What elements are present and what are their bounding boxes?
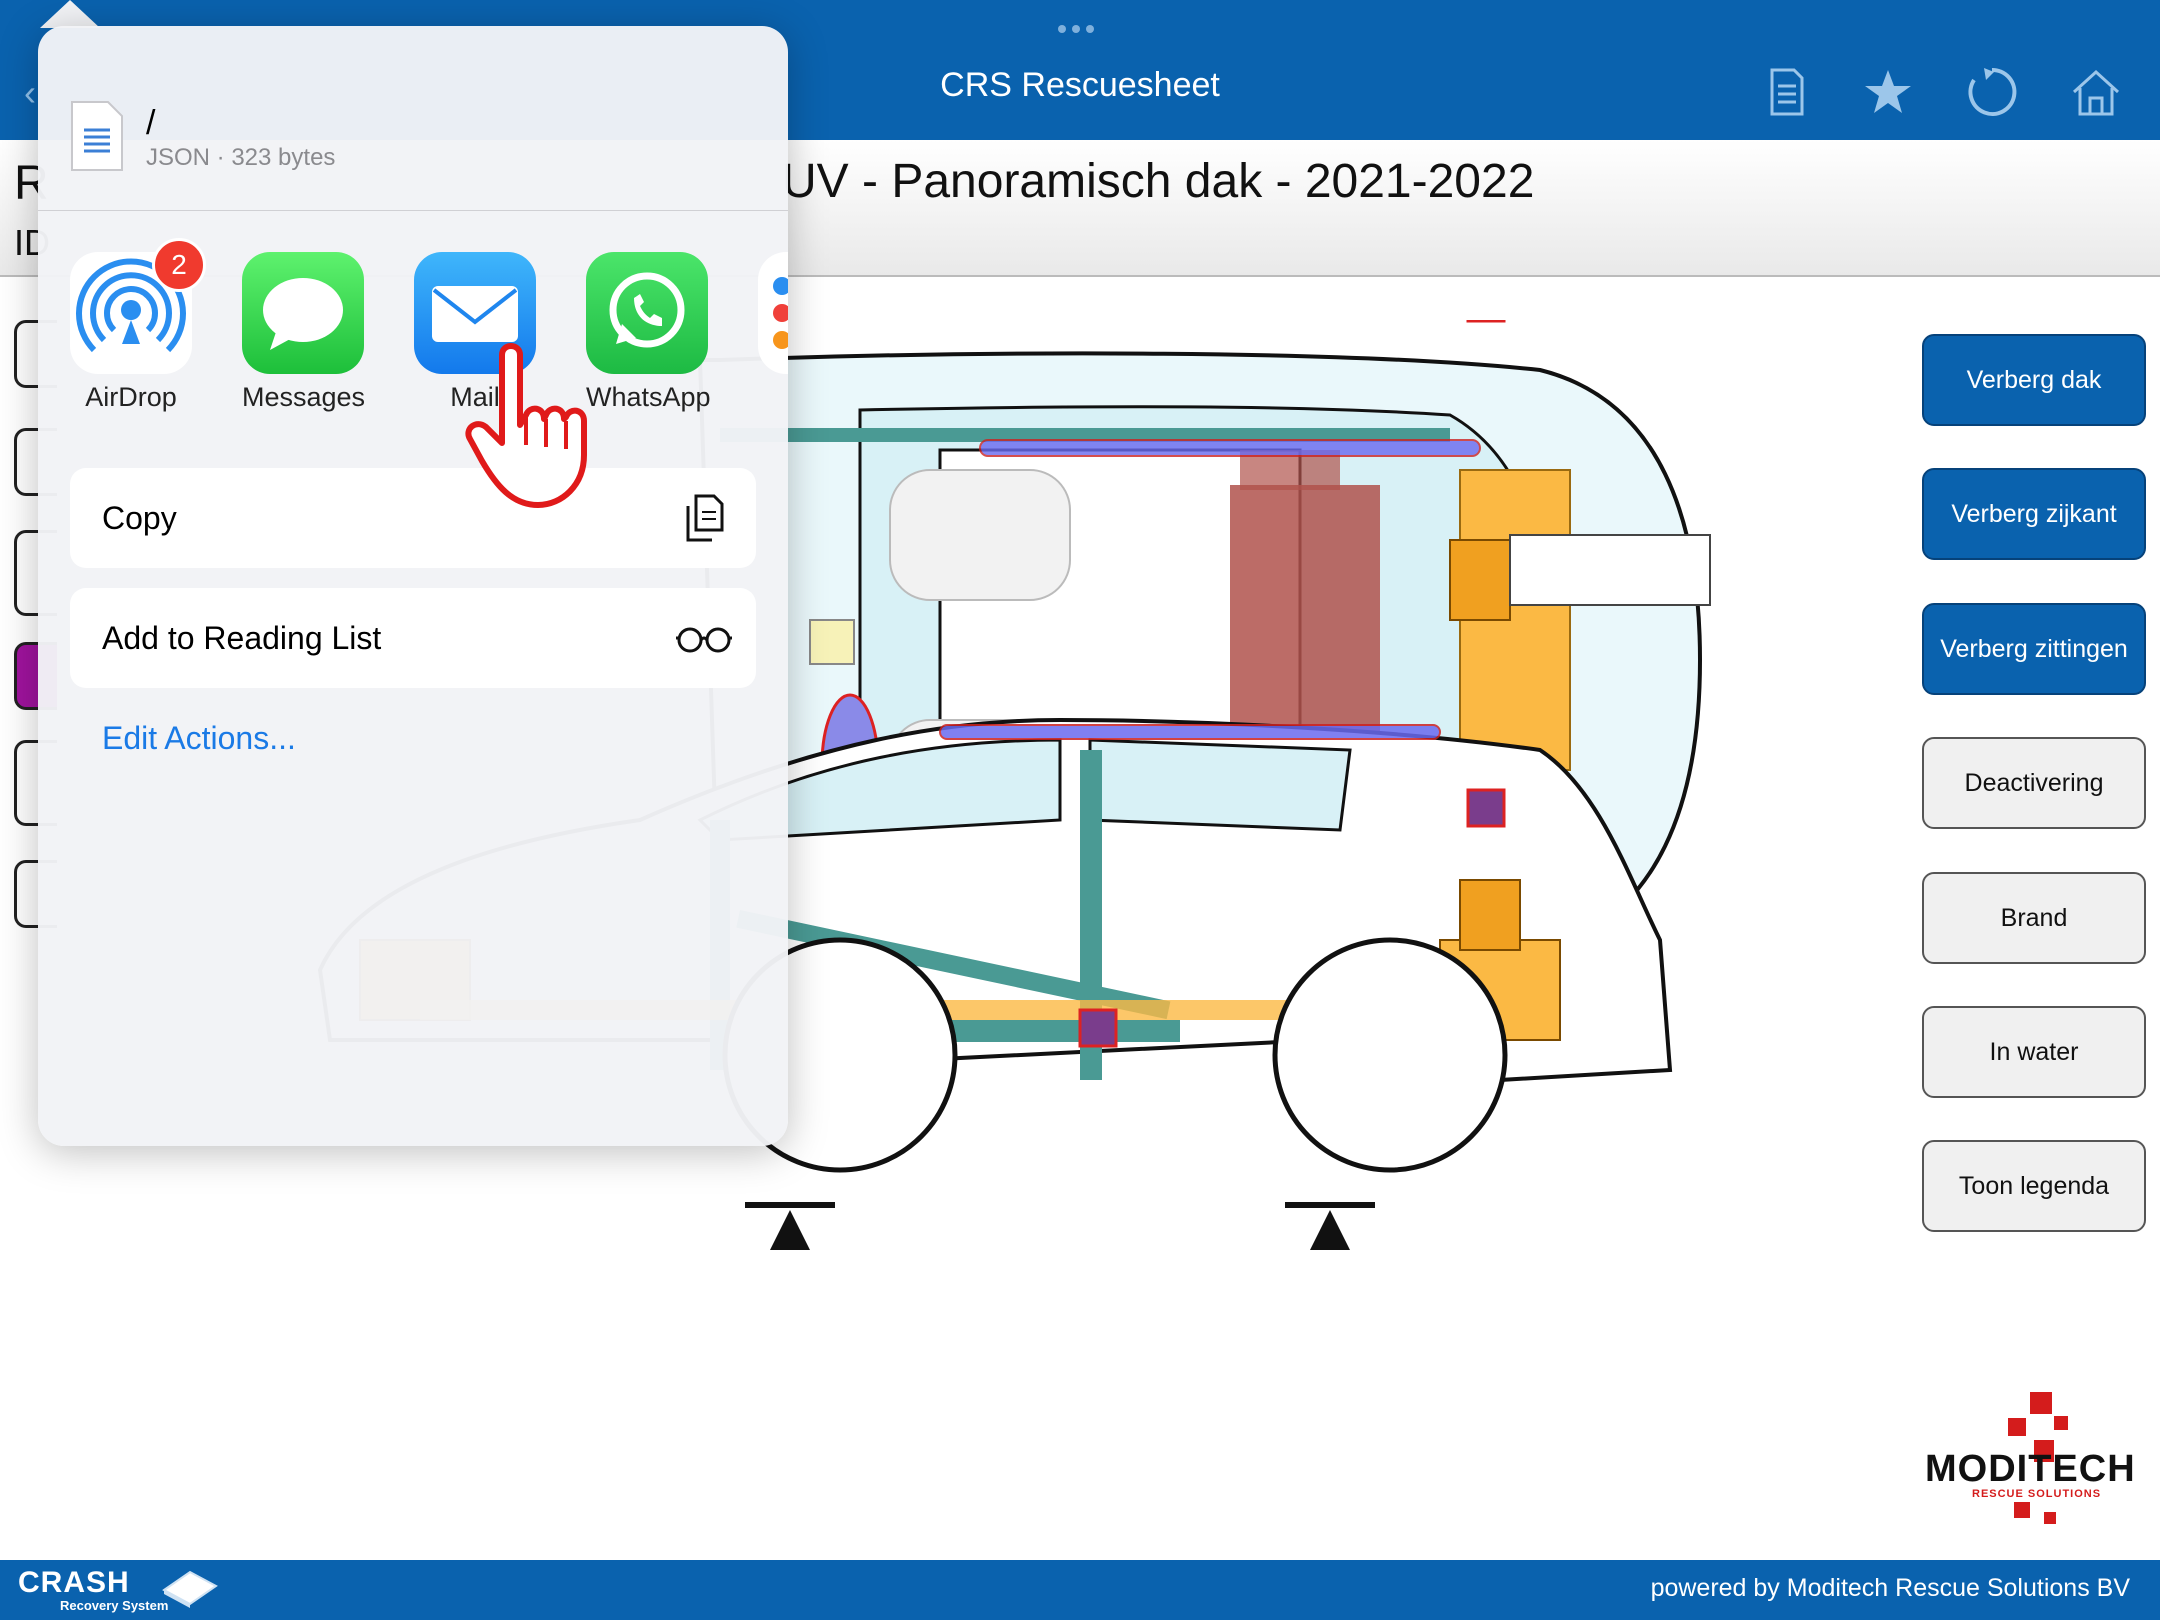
footer-bar [0, 1560, 2160, 1620]
hide-side-button[interactable]: Verberg zijkant [1922, 468, 2146, 560]
star-icon[interactable] [1858, 62, 1918, 122]
app-label: WhatsApp [586, 382, 711, 412]
in-water-button[interactable]: In water [1922, 1006, 2146, 1098]
file-name: / [146, 104, 156, 142]
share-sheet-header [38, 26, 788, 211]
copy-icon [686, 494, 724, 542]
file-meta: JSON · 323 bytes [146, 144, 336, 171]
hide-roof-button[interactable]: Verberg dak [1922, 334, 2146, 426]
messages-icon [242, 252, 364, 374]
json-file-icon [71, 101, 123, 171]
moditech-logo-text: MODITECH [1925, 1448, 2136, 1490]
glasses-icon [676, 627, 732, 653]
share-sheet-arrow [40, 0, 100, 28]
crash-logo: CRASH [18, 1566, 130, 1599]
back-chevron-icon[interactable]: ‹ [24, 72, 36, 113]
share-sheet: / JSON · 323 bytes 2 AirDrop Messages [38, 26, 788, 1146]
reminders-icon [758, 252, 788, 374]
reading-list-label: Add to Reading List [102, 620, 382, 656]
crash-logo-sub: Recovery System [60, 1598, 169, 1613]
crash-logo-icon [162, 1570, 218, 1608]
deactivation-button[interactable]: Deactivering [1922, 737, 2146, 829]
app-label: AirDrop [85, 382, 177, 412]
reminders-app[interactable]: Re [758, 252, 788, 413]
app-label: Mail [450, 382, 500, 412]
edit-actions-link[interactable]: Edit Actions... [102, 720, 296, 756]
app-title: CRS Rescuesheet [940, 66, 1220, 104]
fire-button[interactable]: Brand [1922, 872, 2146, 964]
refresh-icon[interactable] [1962, 62, 2022, 122]
reading-list-action[interactable]: Add to Reading List [70, 588, 756, 688]
moditech-logo-mark [2008, 1392, 2068, 1524]
powered-by-text: powered by Moditech Rescue Solutions BV [1650, 1574, 2130, 1602]
whatsapp-app[interactable]: WhatsApp [586, 252, 711, 413]
mail-app[interactable]: Mail [414, 252, 536, 413]
mail-icon [414, 252, 536, 374]
home-icon[interactable] [2066, 62, 2126, 122]
hide-seats-button[interactable]: Verberg zittingen [1922, 603, 2146, 695]
copy-label: Copy [102, 500, 177, 536]
moditech-logo-sub: RESCUE SOLUTIONS [1972, 1488, 2102, 1500]
pointing-hand-icon [465, 343, 587, 508]
airdrop-app[interactable]: 2 AirDrop [70, 238, 206, 413]
vehicle-title: UV - Panoramisch dak - 2021-2022 [782, 155, 1535, 208]
messages-app[interactable]: Messages [242, 252, 366, 413]
app-label: Messages [242, 382, 366, 412]
document-icon[interactable] [1756, 62, 1816, 122]
copy-action[interactable]: Copy [70, 468, 756, 568]
app-label: Re [758, 382, 788, 413]
airdrop-badge: 2 [152, 238, 206, 292]
whatsapp-icon [586, 252, 708, 374]
airdrop-icon: 2 [70, 238, 206, 374]
show-legend-button[interactable]: Toon legenda [1922, 1140, 2146, 1232]
multitask-grabber[interactable] [1058, 20, 1102, 33]
